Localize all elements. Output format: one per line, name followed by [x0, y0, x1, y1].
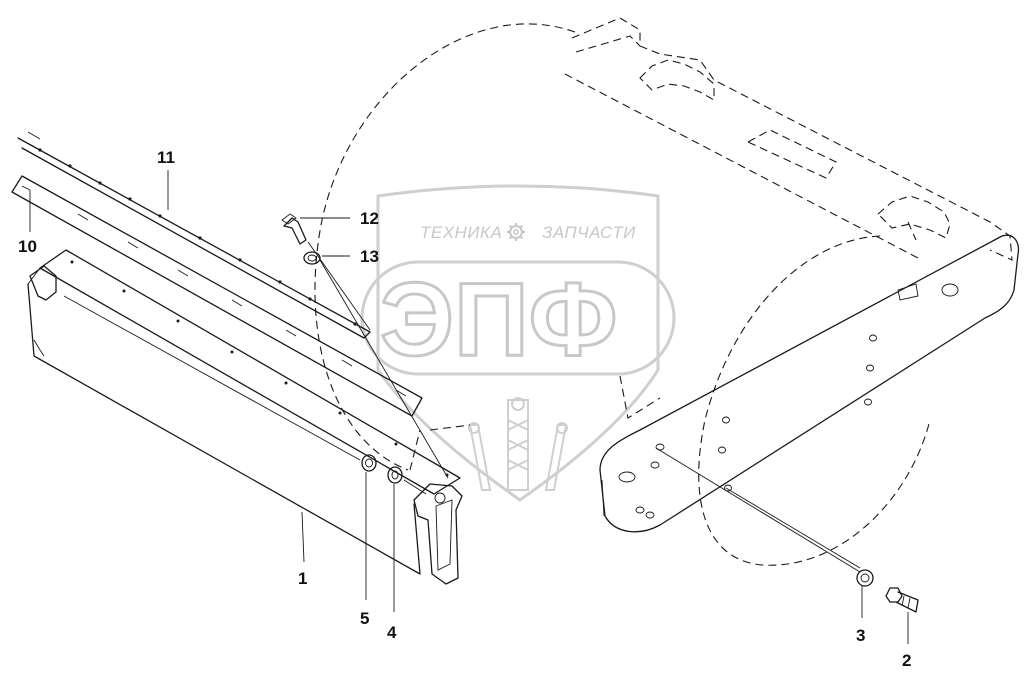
frame-saddle-1	[639, 59, 715, 101]
scraper-holder-1-left-bracket	[29, 265, 57, 301]
washer-3	[856, 569, 874, 587]
drum-bottom-line	[409, 429, 421, 471]
callout-1: 1	[298, 569, 307, 588]
scraper-bar-11-outline	[17, 137, 371, 339]
scraper-blade-10	[11, 175, 423, 417]
side-plate-holes	[618, 283, 959, 519]
scraper-holder-1-front	[27, 283, 421, 575]
frame-rail	[571, 17, 1013, 261]
scraper-holder-1-left-foot	[33, 339, 45, 357]
watermark-text-right: ЗАПЧАСТИ	[542, 223, 636, 242]
scraper-blade-10-outline	[11, 175, 423, 417]
callouts: 11 10 12 13 1 5 4 3 2	[18, 148, 911, 670]
watermark-shield	[376, 184, 660, 502]
side-plate-clip	[897, 283, 919, 301]
drum-bottom-line-2	[429, 424, 471, 431]
side-plate-outline	[599, 234, 1020, 533]
callout-4: 4	[387, 623, 397, 642]
scraper-bar-11-tip	[27, 131, 41, 140]
leader-lines	[29, 170, 909, 644]
scraper-holder-1-right-bracket	[413, 483, 463, 585]
washer-4	[387, 466, 403, 484]
frame-slot	[746, 129, 837, 179]
frame-side	[619, 375, 661, 419]
scraper-holder-1-right-hole	[434, 492, 446, 504]
nut-5	[361, 454, 377, 472]
watermark-logo: ЭПФ	[380, 262, 618, 378]
callout-5: 5	[360, 609, 369, 628]
frame-rail-lower	[575, 35, 641, 53]
drum-front-end	[698, 235, 931, 566]
watermark-text-left: ТЕХНИКА	[420, 223, 502, 242]
side-plate-edge	[601, 479, 605, 517]
assembly-centerlines	[307, 241, 861, 573]
watermark: ТЕХНИКА ЗАПЧАСТИ ЭПФ	[360, 184, 676, 502]
scraper-bar-11	[17, 131, 371, 339]
bolt-2	[885, 587, 919, 613]
side-mount-plate	[599, 234, 1020, 533]
scraper-holder-1	[27, 249, 463, 585]
callout-12: 12	[360, 209, 379, 228]
callout-3: 3	[856, 626, 865, 645]
scraper-bar-11-holes	[38, 148, 357, 326]
nut-13	[303, 251, 321, 265]
bolt-12	[281, 213, 307, 245]
scraper-holder-1-fold	[63, 295, 361, 461]
callout-10: 10	[18, 237, 37, 256]
scraper-holder-1-right-plate	[435, 499, 453, 571]
frame-saddle-2	[877, 195, 951, 239]
callout-2: 2	[902, 651, 911, 670]
wheat-icon	[468, 397, 568, 491]
frame-saddle-leg	[907, 221, 917, 241]
roller-drum-phantom	[314, 17, 1013, 566]
callout-13: 13	[360, 247, 379, 266]
gear-icon	[507, 223, 525, 241]
scraper-blade-10-slots	[21, 185, 407, 397]
drum-top-line	[564, 73, 919, 259]
callout-11: 11	[157, 148, 175, 167]
scraper-holder-1-top	[39, 249, 461, 495]
drum-back-end	[314, 23, 576, 471]
